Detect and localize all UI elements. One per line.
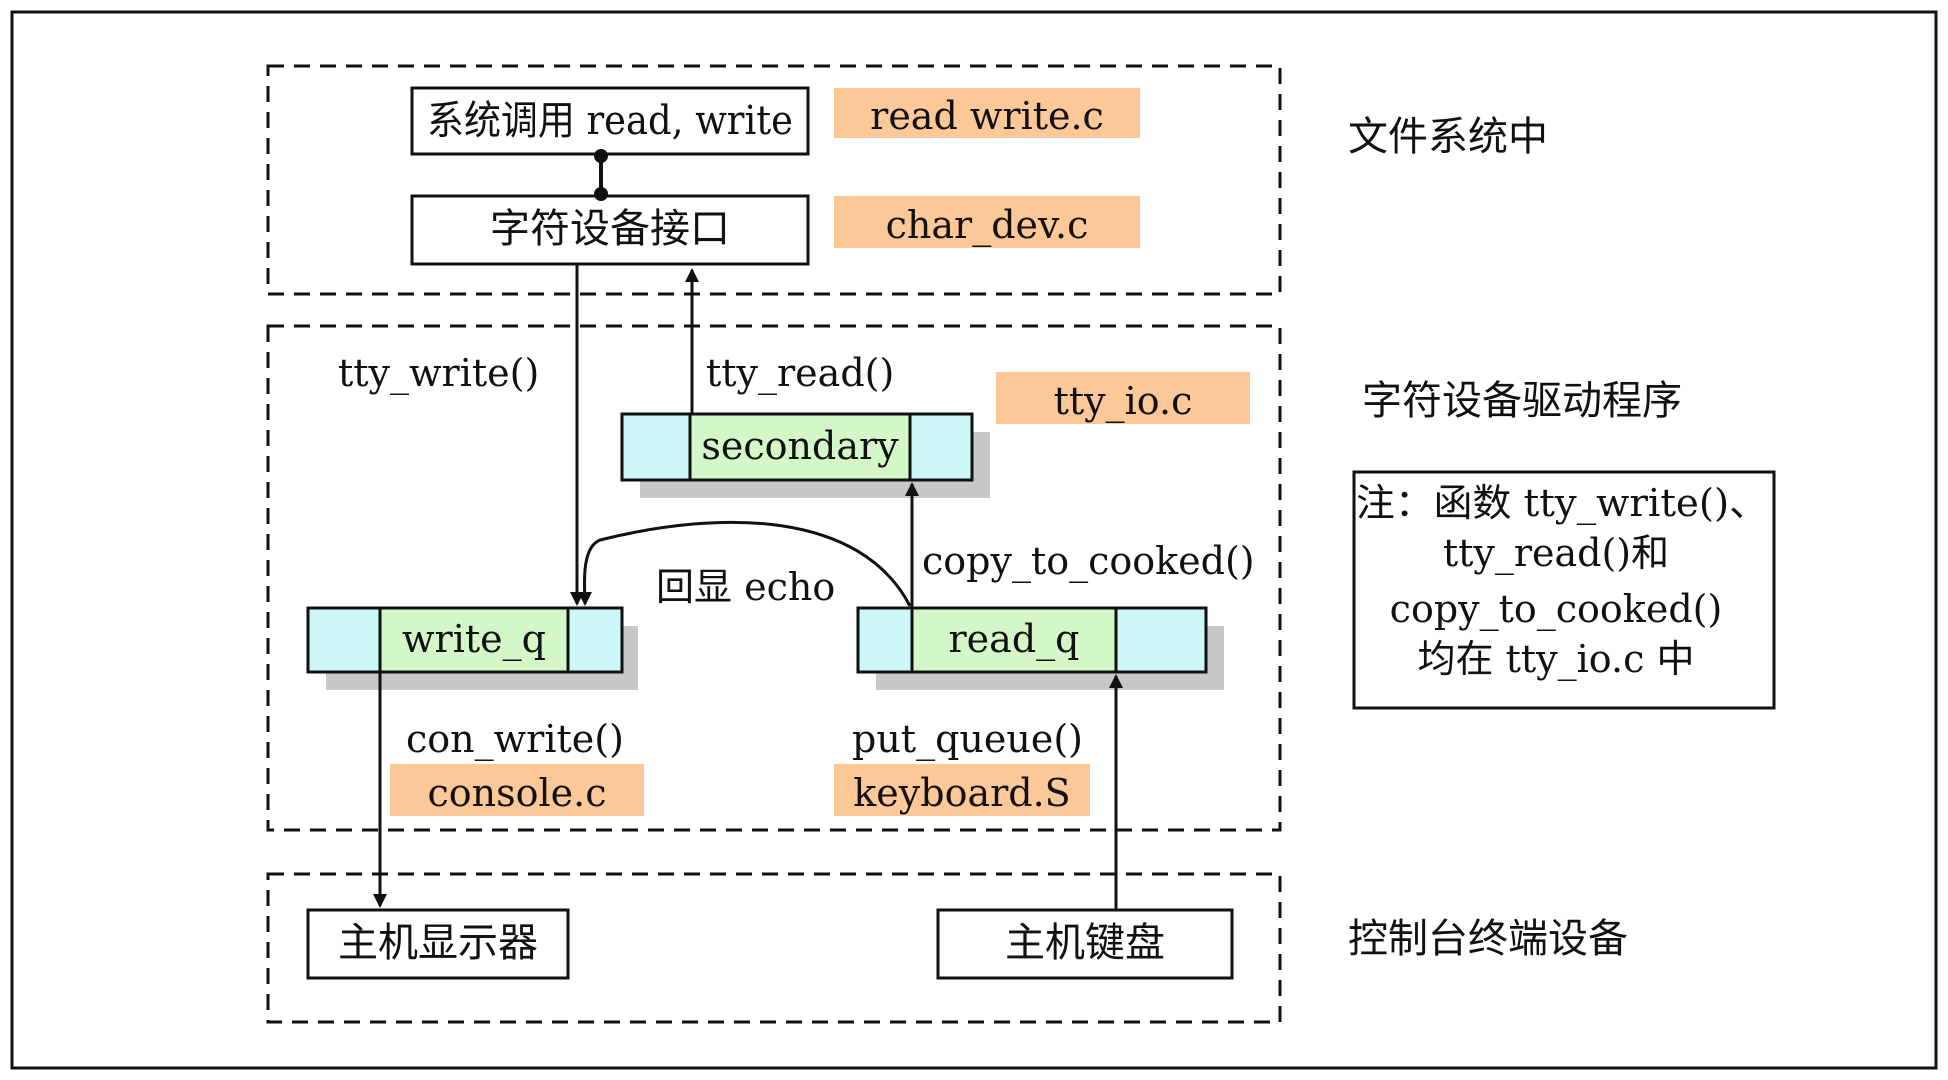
syscall-box (410, 86, 810, 156)
fs-layer-region (266, 64, 1282, 296)
read-q-center-cell (910, 606, 1118, 674)
read-q-queue: read_q (856, 606, 1224, 690)
echo-arrow (577, 520, 912, 607)
read-q-right-cell (1114, 606, 1208, 674)
note-line-3: copy_to_cooked() (1390, 587, 1723, 632)
secondary-right-cell (908, 412, 974, 482)
tty-read-label: tty_read() (706, 351, 894, 396)
device-layer-region (266, 872, 1282, 1024)
secondary-left-cell (620, 412, 692, 482)
secondary-label: secondary (701, 424, 899, 468)
read-write-file-label: read write.c (870, 94, 1104, 138)
secondary-queue: secondary (620, 412, 990, 498)
display-label: 主机显示器 (338, 920, 538, 966)
link-dot-bottom (594, 187, 608, 201)
display-box (306, 908, 570, 980)
outer-frame (10, 10, 1938, 1070)
note-line-2: tty_read()和 (1443, 531, 1669, 576)
keyboard-file-label: keyboard.S (853, 771, 1070, 815)
keyboard-label: 主机键盘 (1005, 920, 1165, 966)
read-q-left-cell (856, 606, 914, 674)
put-queue-label: put_queue() (852, 717, 1083, 762)
echo-label: 回显 echo (656, 565, 835, 609)
copy-to-cooked-label: copy_to_cooked() (922, 539, 1255, 584)
console-file-label: console.c (427, 771, 606, 815)
write-q-queue: write_q (306, 606, 638, 690)
note-line-1: 注：函数 tty_write()、 (1356, 481, 1768, 526)
driver-layer-label: 字符设备驱动程序 (1362, 378, 1682, 424)
chardev-label: 字符设备接口 (490, 206, 730, 252)
console-file-tag (390, 764, 644, 816)
tty-io-file-tag (996, 372, 1250, 424)
fs-layer-label: 文件系统中 (1348, 114, 1548, 160)
read-q-label: read_q (949, 617, 1080, 662)
con-write-label: con_write() (406, 717, 624, 762)
char-dev-file-tag (834, 196, 1140, 248)
device-layer-label: 控制台终端设备 (1348, 916, 1628, 962)
write-q-label: write_q (402, 617, 546, 662)
secondary-center-cell (688, 412, 912, 482)
driver-layer-region (266, 324, 1282, 832)
tty-io-file-label: tty_io.c (1054, 379, 1193, 424)
write-q-left-cell (306, 606, 382, 674)
chardev-box (410, 194, 810, 266)
note-box (1352, 470, 1776, 710)
note-line-4: 均在 tty_io.c 中 (1418, 637, 1695, 682)
read-write-file-tag (834, 88, 1140, 138)
keyboard-box (936, 908, 1234, 980)
char-dev-file-label: char_dev.c (886, 203, 1089, 248)
link-dot-top (594, 149, 608, 163)
tty-write-label: tty_write() (338, 351, 539, 396)
syscall-label: 系统调用 read, write (427, 98, 793, 144)
keyboard-file-tag (834, 764, 1090, 816)
write-q-right-cell (566, 606, 624, 674)
